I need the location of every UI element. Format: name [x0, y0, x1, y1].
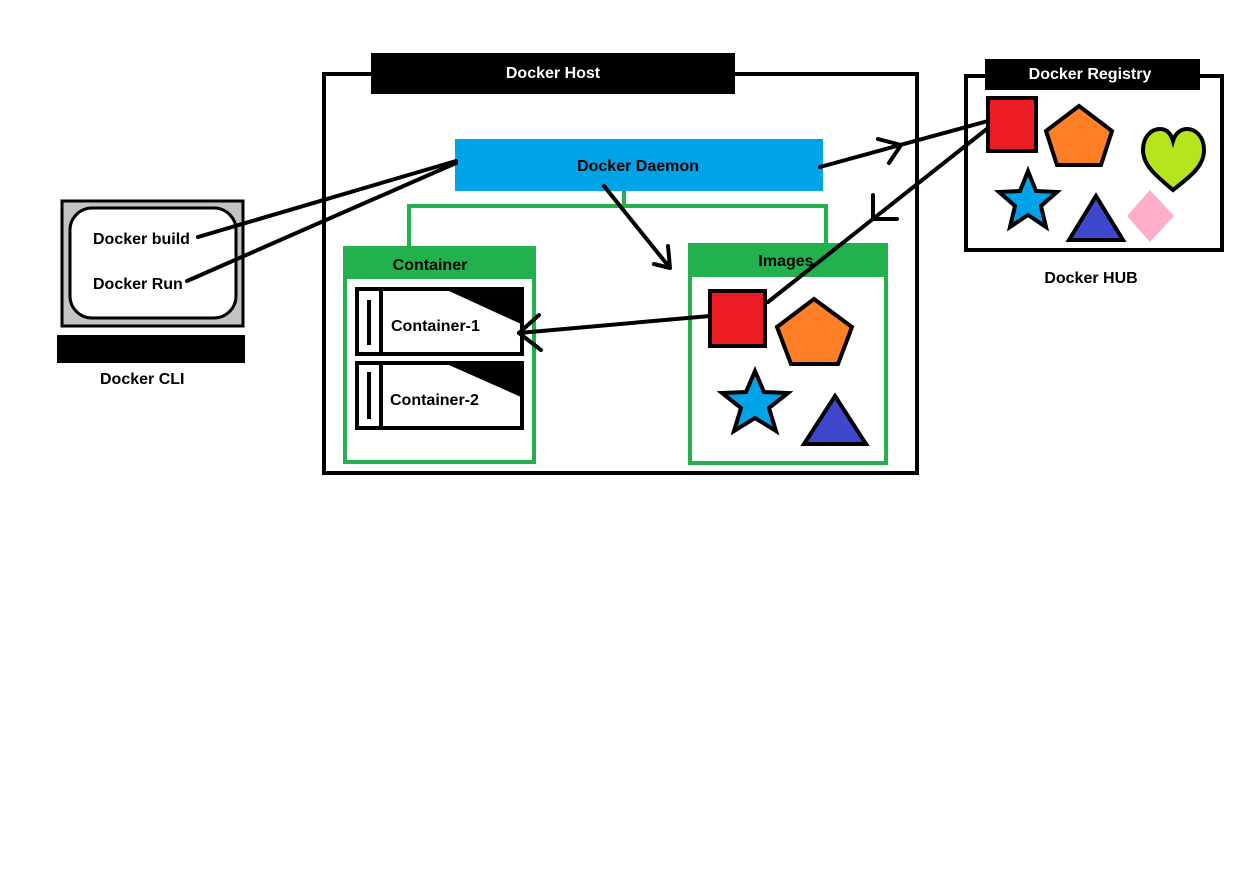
cli-run-to-daemon-line: [185, 161, 458, 283]
container-panel: Container Container-1 Container-2: [343, 246, 536, 464]
cli-screen: [68, 206, 238, 320]
docker-run-command: Docker Run: [93, 276, 183, 293]
indigo-triangle-icon: [1065, 192, 1127, 242]
docker-cli: Docker build Docker Run Docker CLI: [57, 199, 245, 388]
container-2-corner: [449, 365, 521, 397]
daemon-to-images-arrowhead: [652, 244, 672, 270]
docker-registry: Docker Registry Docker HUB: [964, 59, 1224, 287]
container-1-corner: [449, 291, 521, 324]
docker-host-title-bar: [371, 53, 735, 94]
daemon-panel-connector: [407, 191, 828, 246]
red-square-icon: [708, 289, 767, 348]
cli-keyboard-base: [57, 335, 245, 363]
pink-diamond-icon: [1127, 190, 1174, 242]
docker-registry-title-bar: [985, 59, 1200, 90]
daemon-to-registry-arrowhead: [876, 137, 903, 165]
blue-star-icon: [993, 165, 1063, 232]
images-to-container-line: [517, 314, 712, 335]
blue-star-icon: [716, 365, 794, 436]
docker-cli-caption: Docker CLI: [100, 371, 184, 388]
container-panel-title: Container: [393, 257, 468, 274]
docker-hub-caption: Docker HUB: [1044, 270, 1137, 287]
orange-pentagon-icon: [774, 296, 855, 366]
docker-host-title: Docker Host: [506, 65, 601, 82]
docker-build-command: Docker build: [93, 231, 190, 248]
container-1-label: Container-1: [391, 318, 480, 335]
images-panel-header: [690, 245, 886, 277]
container-2-label: Container-2: [390, 392, 479, 409]
images-panel: Images: [688, 243, 888, 465]
indigo-triangle-icon: [800, 392, 870, 446]
docker-host: Docker Host Docker Daemon Container Cont…: [322, 53, 919, 475]
registry-to-images-line: [766, 126, 990, 304]
cli-build-to-daemon-line: [196, 159, 458, 239]
daemon-to-images-line: [602, 184, 672, 270]
container-panel-header: [345, 248, 534, 279]
daemon-to-registry-line: [818, 119, 990, 169]
registry-to-images-arrowhead: [871, 193, 899, 221]
red-square-icon: [986, 96, 1038, 153]
container-2: Container-2: [355, 361, 524, 430]
docker-registry-title: Docker Registry: [1029, 66, 1152, 83]
container-1: Container-1: [355, 287, 524, 356]
images-panel-title: Images: [758, 253, 813, 270]
docker-daemon-label: Docker Daemon: [577, 158, 699, 175]
images-to-container-arrowhead: [517, 313, 543, 352]
flow-arrows: [185, 119, 990, 352]
orange-pentagon-icon: [1043, 103, 1115, 167]
lime-heart-icon: [1140, 126, 1207, 193]
docker-daemon-box: [455, 139, 823, 191]
